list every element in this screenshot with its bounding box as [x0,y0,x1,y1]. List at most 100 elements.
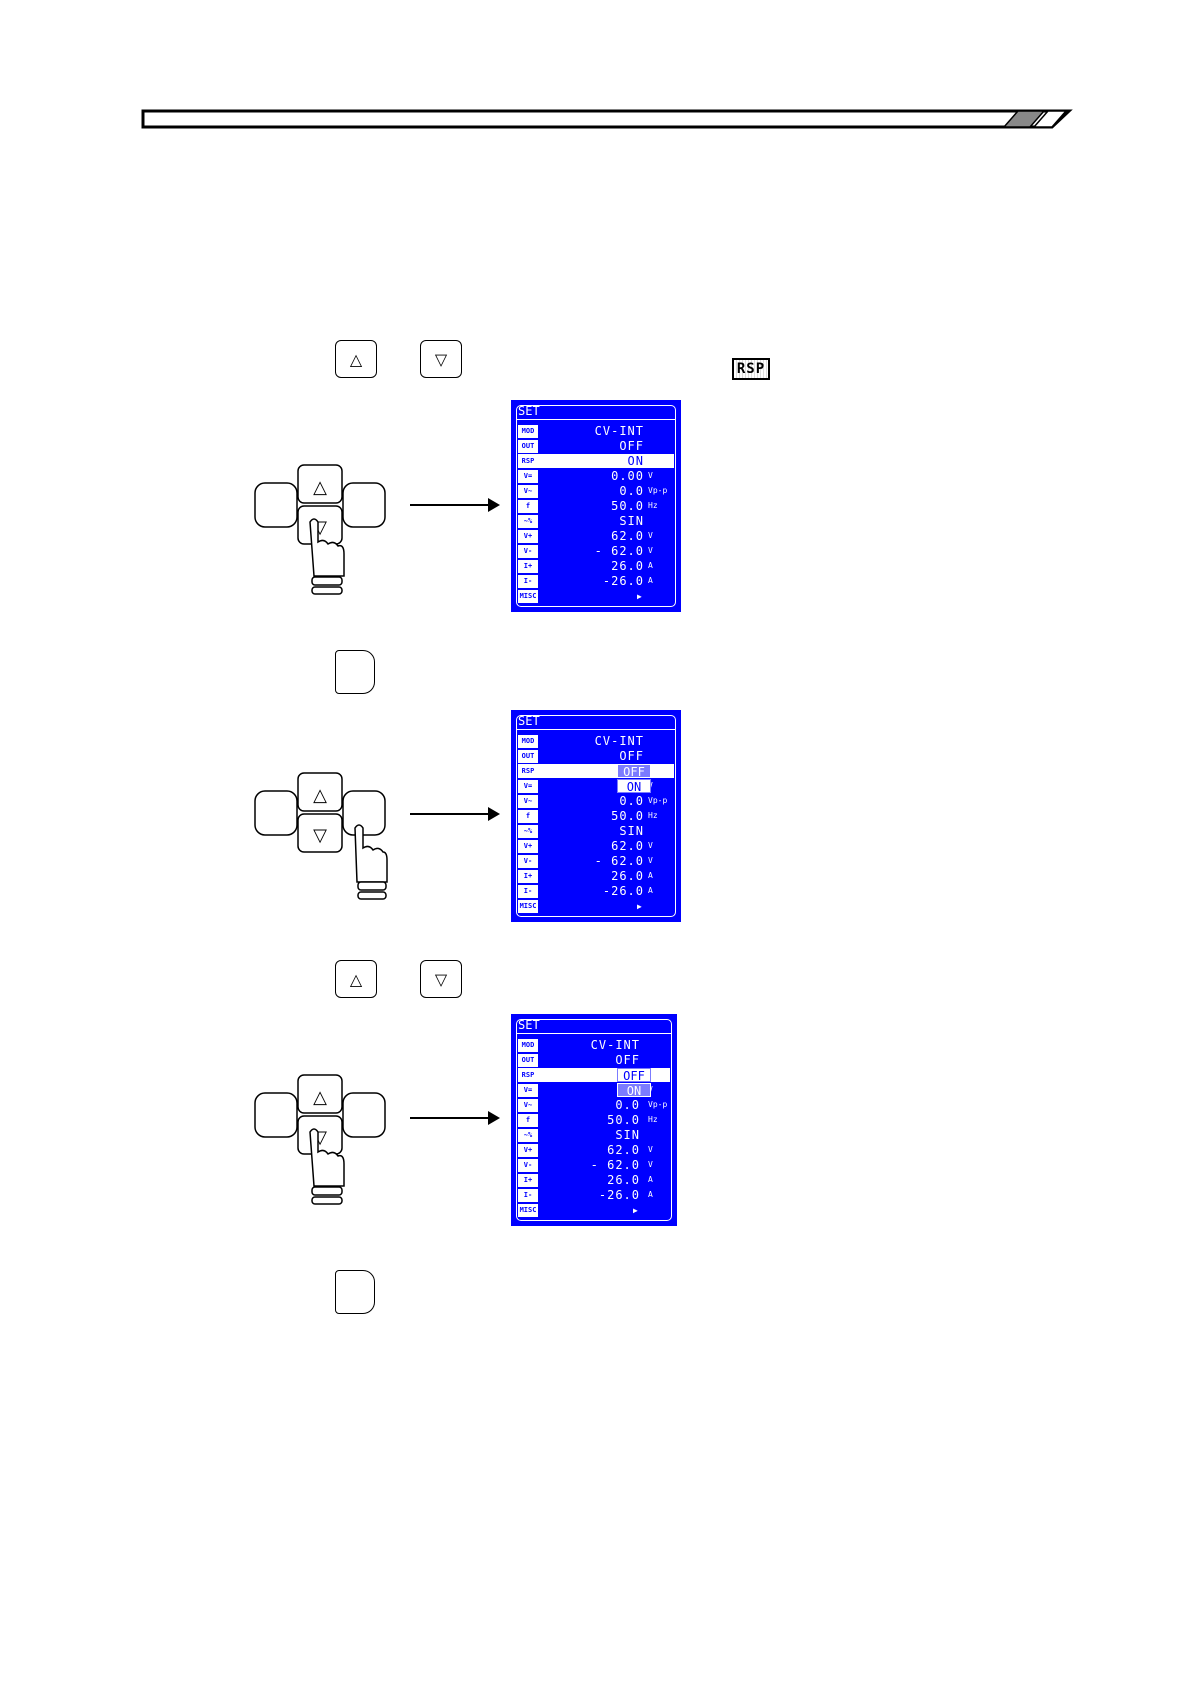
rsp-icon: RSP [732,358,770,380]
lcd-row-value: 62.0 [607,1143,640,1157]
lcd-row-icon: MISC [518,590,538,603]
lcd-row-unit: V [648,546,653,555]
lcd-title: SET [518,404,540,418]
lcd-row-icon: V= [518,1084,538,1097]
lcd-row-icon: OUT [518,750,538,763]
keypad-press-down-illustration: △ ▽ [254,1074,386,1205]
lcd-row: OUT OFF [518,749,674,763]
lcd-row-icon: RSP [518,1069,538,1082]
lcd-row-value: OFF [619,439,644,453]
lcd-row-value: 50.0 [611,499,644,513]
lcd-row-icon: I+ [518,560,538,573]
lcd-row-value: - 62.0 [594,854,644,868]
lcd-row-unit: A [648,576,653,585]
lcd-row-value: 62.0 [611,839,644,853]
lcd-row-icon: I- [518,575,538,588]
lcd-row-value: ▸ [635,899,644,913]
svg-text:△: △ [313,477,327,498]
lcd-row-unit: A [648,886,653,895]
lcd-row: V+ 62.0 V [518,839,674,853]
lcd-row-icon: V= [518,780,538,793]
lcd-row-value: 50.0 [607,1113,640,1127]
down-key-icon: ▽ [420,340,462,378]
lcd-row: V+ 62.0 V [518,1143,670,1157]
lcd-row-icon: OUT [518,1054,538,1067]
lcd-row-unit: V [648,1145,653,1154]
lcd-row-unit: A [648,561,653,570]
lcd-row-value: - 62.0 [594,544,644,558]
popup-option-off: OFF [617,764,651,779]
keypad-press-right-illustration: △ ▽ [254,772,388,900]
lcd-row-unit: V [648,841,653,850]
lcd-row: ~%SIN [518,1128,670,1142]
lcd-row-value: 0.0 [619,794,644,808]
lcd-row-icon: RSP [518,765,538,778]
lcd-row: V~ 0.0 Vp-p [518,1098,670,1112]
lcd-row-value: OFF [619,749,644,763]
lcd-row-icon: V+ [518,840,538,853]
lcd-row-icon: OUT [518,440,538,453]
svg-text:△: △ [313,785,327,806]
svg-text:△: △ [313,1087,327,1108]
up-key-icon: △ [335,960,377,998]
lcd-row-value: 26.0 [611,559,644,573]
lcd-screen: SETMODCV-INTOUTOFFRSPV=VV~0.0Vp-pf50.0Hz… [511,1014,677,1226]
lcd-row-value: CV-INT [590,1038,640,1052]
lcd-title: SET [518,1018,540,1032]
lcd-row-value: 0.0 [615,1098,640,1112]
lcd-row-unit: V [648,531,653,540]
lcd-row-unit: Hz [648,1115,658,1124]
lcd-row-icon: f [518,810,538,823]
down-key-icon: ▽ [420,960,462,998]
lcd-row-icon: MISC [518,900,538,913]
lcd-row-icon: f [518,1114,538,1127]
up-key-icon: △ [335,340,377,378]
popup-option-on: ON [617,1083,651,1098]
lcd-row-value: 0.00 [611,469,644,483]
lcd-row-unit: Vp-p [648,796,668,805]
lcd-row-icon: V- [518,1159,538,1172]
enter-key-icon [335,1270,375,1314]
lcd-row-icon: V+ [518,1144,538,1157]
lcd-row-icon: MOD [518,425,538,438]
lcd-row-value: 62.0 [611,529,644,543]
keypad-press-down-illustration: △ ▽ [254,464,386,595]
lcd-row-icon: V~ [518,1099,538,1112]
lcd-row-icon: ~% [518,515,538,528]
arrow-right-icon [410,807,500,821]
lcd-row-value: SIN [619,514,644,528]
lcd-row-unit: A [648,871,653,880]
lcd-row: ~% SIN [518,514,674,528]
lcd-row-icon: MISC [518,1204,538,1217]
lcd-row-icon: I- [518,885,538,898]
svg-text:▽: ▽ [313,825,327,846]
lcd-row: I- -26.0 A [518,574,674,588]
lcd-row-icon: V- [518,855,538,868]
lcd-row: MISC ▸ [518,899,674,913]
lcd-row-unit: A [648,1190,653,1199]
lcd-row-value: 26.0 [611,869,644,883]
lcd-row: MISC▸ [518,1203,670,1217]
lcd-row: MISC ▸ [518,589,674,603]
lcd-row: MOD CV-INT [518,424,674,438]
lcd-row-unit: Hz [648,811,658,820]
lcd-row-unit: V [648,471,653,480]
lcd-row-value: CV-INT [594,424,644,438]
lcd-row-value: OFF [615,1053,640,1067]
lcd-row-unit: Vp-p [648,1100,668,1109]
lcd-row-value: -26.0 [602,574,644,588]
lcd-row-value: ▸ [635,589,644,603]
lcd-row-unit: Vp-p [648,486,668,495]
